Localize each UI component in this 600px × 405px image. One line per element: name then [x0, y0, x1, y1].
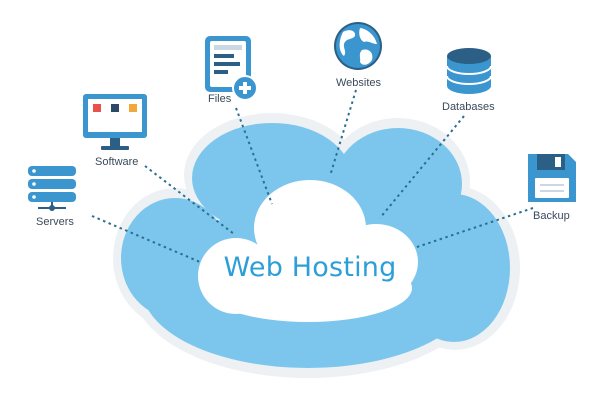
- connector-files: [235, 107, 273, 205]
- connectors: [91, 89, 534, 263]
- monitor-icon: [83, 94, 147, 150]
- globe-icon: [334, 22, 382, 70]
- node-label-files: Files: [208, 93, 232, 105]
- floppy-disk-icon: [528, 154, 576, 202]
- connector-databases: [379, 115, 465, 219]
- connector-servers: [91, 215, 201, 263]
- database-icon: [446, 48, 492, 94]
- add-file-icon: [205, 36, 258, 101]
- connector-software: [144, 165, 235, 235]
- diagram-title: Web Hosting: [223, 252, 397, 283]
- inner-cloud: [198, 180, 418, 322]
- node-label-software: Software: [95, 156, 139, 168]
- node-label-databases: Databases: [442, 101, 495, 113]
- servers-icon: [28, 166, 76, 211]
- node-label-websites: Websites: [336, 77, 382, 89]
- node-label-backup: Backup: [533, 210, 570, 222]
- node-label-servers: Servers: [36, 216, 74, 228]
